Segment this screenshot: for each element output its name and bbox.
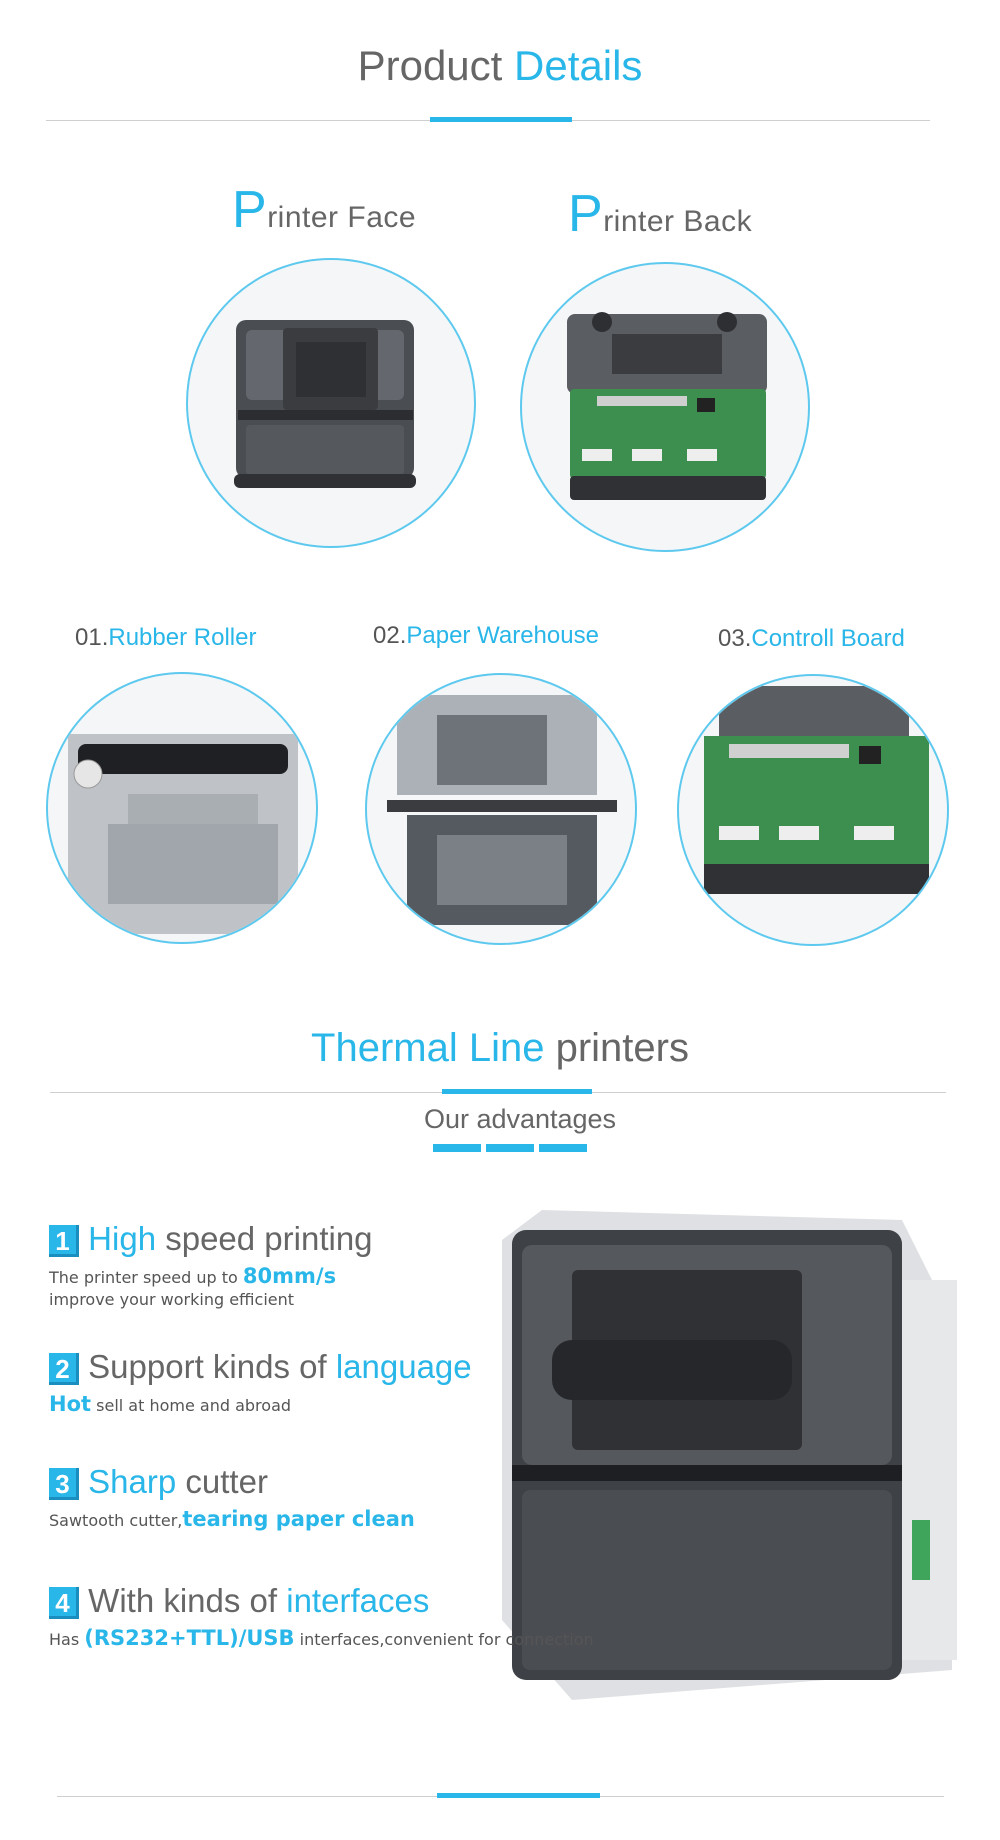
advantage-4-desc: Has (RS232+TTL)/USB interfaces,convenien… — [49, 1626, 594, 1650]
advantage-1: 1 High speed printing The printer speed … — [49, 1220, 373, 1309]
advantage-3-desc: Sawtooth cutter,tearing paper clean — [49, 1507, 415, 1531]
printer-face-image — [186, 258, 476, 548]
advantage-4-title: 4 With kinds of interfaces — [49, 1582, 594, 1620]
advantage-2-desc: Hot sell at home and abroad — [49, 1392, 292, 1416]
printer-back-image — [520, 262, 810, 552]
part-label-paper-warehouse: 02.Paper Warehouse — [373, 622, 599, 649]
view-heading-back: Printer Back — [568, 185, 753, 243]
rubber-roller-image — [46, 672, 318, 944]
part-label-rubber-roller: 01.Rubber Roller — [75, 624, 257, 651]
advantage-3: 3 Sharp cutter Sawtooth cutter,tearing p… — [49, 1463, 415, 1531]
paper-warehouse-image — [365, 673, 637, 945]
footer-accent-bar — [437, 1793, 600, 1798]
accent-segment — [433, 1144, 481, 1152]
advantage-4: 4 With kinds of interfaces Has (RS232+TT… — [49, 1582, 594, 1650]
section-title: Thermal Line printers — [311, 1026, 689, 1070]
advantage-1-desc-line2: improve your working efficient — [49, 1290, 295, 1309]
section-subtitle: Our advantages — [423, 1104, 617, 1134]
advantage-1-title: 1 High speed printing — [49, 1220, 373, 1258]
advantage-1-desc: The printer speed up to 80mm/s — [49, 1264, 337, 1288]
advantage-2: 2 Support kinds of language Hot sell at … — [49, 1348, 472, 1416]
printer-main-image — [482, 1200, 982, 1720]
control-board-image — [677, 674, 949, 946]
header-accent-bar — [430, 117, 572, 122]
advantage-2-title: 2 Support kinds of language — [49, 1348, 472, 1386]
advantage-3-title: 3 Sharp cutter — [49, 1463, 415, 1501]
accent-segment — [486, 1144, 534, 1152]
section-accent-bar — [442, 1089, 592, 1094]
page-title: Product Details — [357, 42, 643, 89]
accent-segment — [539, 1144, 587, 1152]
part-label-control-board: 03.Controll Board — [718, 625, 905, 652]
subtitle-accent-bars — [433, 1144, 589, 1152]
view-heading-face: Printer Face — [232, 181, 417, 239]
